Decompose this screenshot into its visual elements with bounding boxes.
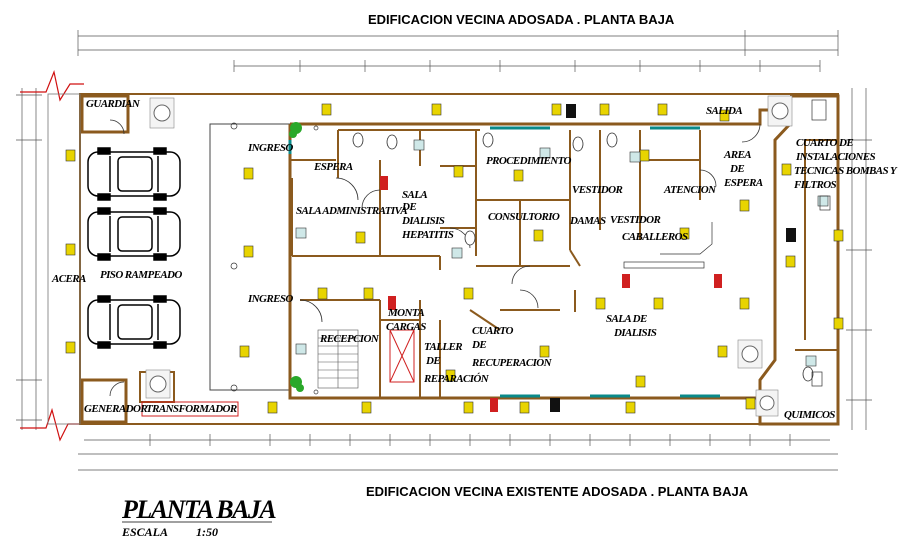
- room-label-consultorio: CONSULTORIO: [488, 211, 560, 223]
- extinguisher-icon: [380, 176, 722, 412]
- room-label-sala-hep-3: DIALISIS: [401, 215, 445, 227]
- room-label-atencion: ATENCION: [663, 184, 717, 196]
- scale-value: 1:50: [196, 525, 218, 539]
- room-label-ingreso-bottom: INGRESO: [247, 293, 293, 305]
- room-label-cuarto-rec-2: DE: [471, 339, 486, 351]
- building-outline: [288, 108, 792, 400]
- room-label-recepcion: RECEPCION: [319, 333, 380, 345]
- transformer-label-box: [141, 401, 239, 417]
- doors: [109, 119, 761, 397]
- scale-label: ESCALA: [121, 525, 168, 539]
- room-label-taller-1: TALLER: [424, 341, 462, 353]
- person-icon: [550, 104, 796, 412]
- header-top: EDIFICACION VECINA ADOSADA . PLANTA BAJA: [368, 12, 675, 27]
- room-label-transformador: TRANSFORMADOR: [146, 403, 237, 415]
- room-label-monta-cargas-1: MONTA: [387, 307, 424, 319]
- freight-lift: [389, 329, 415, 383]
- room-label-vestidor-caballeros-1: VESTIDOR: [610, 214, 660, 226]
- toilet-icon: [352, 132, 814, 382]
- room-label-area-espera-2: DE: [729, 163, 744, 175]
- room-label-taller-2: DE: [425, 355, 440, 367]
- room-label-vestidor-damas-2: DAMAS: [569, 215, 606, 227]
- room-label-procedimiento: PROCEDIMIENTO: [486, 155, 572, 167]
- dimension-lines: [16, 30, 872, 471]
- break-lines: [20, 69, 84, 442]
- room-label-sala-hep-4: HEPATITIS: [401, 229, 454, 241]
- light-bulb-icon: [65, 103, 844, 414]
- room-label-taller-3: REPARACIÓN: [423, 373, 490, 385]
- room-labels: GUARDIAN INGRESO ESPERA SALA ADMINISTRAT…: [51, 98, 898, 421]
- furniture: [230, 99, 831, 395]
- room-label-cuarto-rec-3: RECUPERACION: [471, 357, 553, 369]
- generator-room: [80, 378, 128, 424]
- room-label-cuarto-inst-3: TECNICAS BOMBAS Y: [794, 165, 898, 177]
- car-icon: [87, 147, 181, 349]
- room-label-cuarto-inst-4: FILTROS: [793, 179, 837, 191]
- sidewalk-edge: [47, 93, 81, 425]
- windows: [288, 126, 720, 398]
- room-label-sala-dialisis-2: DIALISIS: [613, 327, 657, 339]
- room-label-vestidor-damas-1: VESTIDOR: [572, 184, 622, 196]
- room-label-sala-dialisis-1: SALA DE: [606, 313, 647, 325]
- room-label-area-espera-1: AREA: [723, 149, 751, 161]
- room-label-guardian: GUARDIAN: [86, 98, 141, 110]
- room-label-cuarto-rec-1: CUARTO: [472, 325, 513, 337]
- room-label-espera: ESPERA: [313, 161, 353, 173]
- room-label-sala-hep-1: SALA: [402, 189, 427, 201]
- room-label-cuarto-inst-2: INSTALACIONES: [795, 151, 875, 163]
- room-label-acera: ACERA: [51, 273, 86, 285]
- header-bottom: EDIFICACION VECINA EXISTENTE ADOSADA . P…: [366, 484, 749, 499]
- room-label-cuarto-inst-1: CUARTO DE: [796, 137, 853, 149]
- guardian-booth: [80, 94, 130, 134]
- room-label-salida: SALIDA: [706, 105, 742, 117]
- plan-title: PLANTA BAJA: [121, 495, 276, 524]
- room-label-sala-administrativa: SALA ADMINISTRATIVA: [296, 205, 407, 217]
- room-label-area-espera-3: ESPERA: [723, 177, 763, 189]
- room-label-quimicos: QUIMICOS: [784, 409, 835, 421]
- room-label-monta-cargas-2: CARGAS: [386, 321, 426, 333]
- room-label-ingreso-top: INGRESO: [247, 142, 293, 154]
- room-label-piso-rampeado: PISO RAMPEADO: [100, 269, 182, 281]
- room-label-generador: GENERADOR: [84, 403, 147, 415]
- plant-icon: [289, 122, 304, 392]
- stairs: [317, 329, 359, 389]
- sink-icon: [295, 139, 829, 367]
- room-label-sala-hep-2: DE: [401, 201, 416, 213]
- room-label-vestidor-caballeros-2: CABALLEROS: [622, 231, 688, 243]
- camera-icon: [145, 95, 793, 417]
- interior-walls: [290, 129, 838, 398]
